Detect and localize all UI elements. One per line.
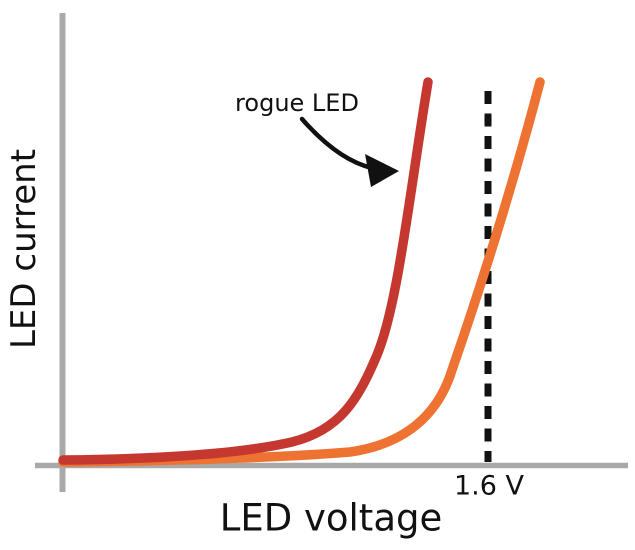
normal-led-curve: [58, 77, 545, 467]
annotation-arrow-shaft: [299, 116, 375, 171]
rogue-led-annotation-label: rogue LED: [235, 89, 359, 117]
threshold-voltage-label: 1.6 V: [454, 470, 524, 502]
y-axis-title: LED current: [4, 148, 44, 350]
annotation-arrowhead-icon: [365, 154, 399, 187]
rogue-led-curve: [58, 77, 433, 465]
x-axis-title: LED voltage: [219, 496, 443, 540]
